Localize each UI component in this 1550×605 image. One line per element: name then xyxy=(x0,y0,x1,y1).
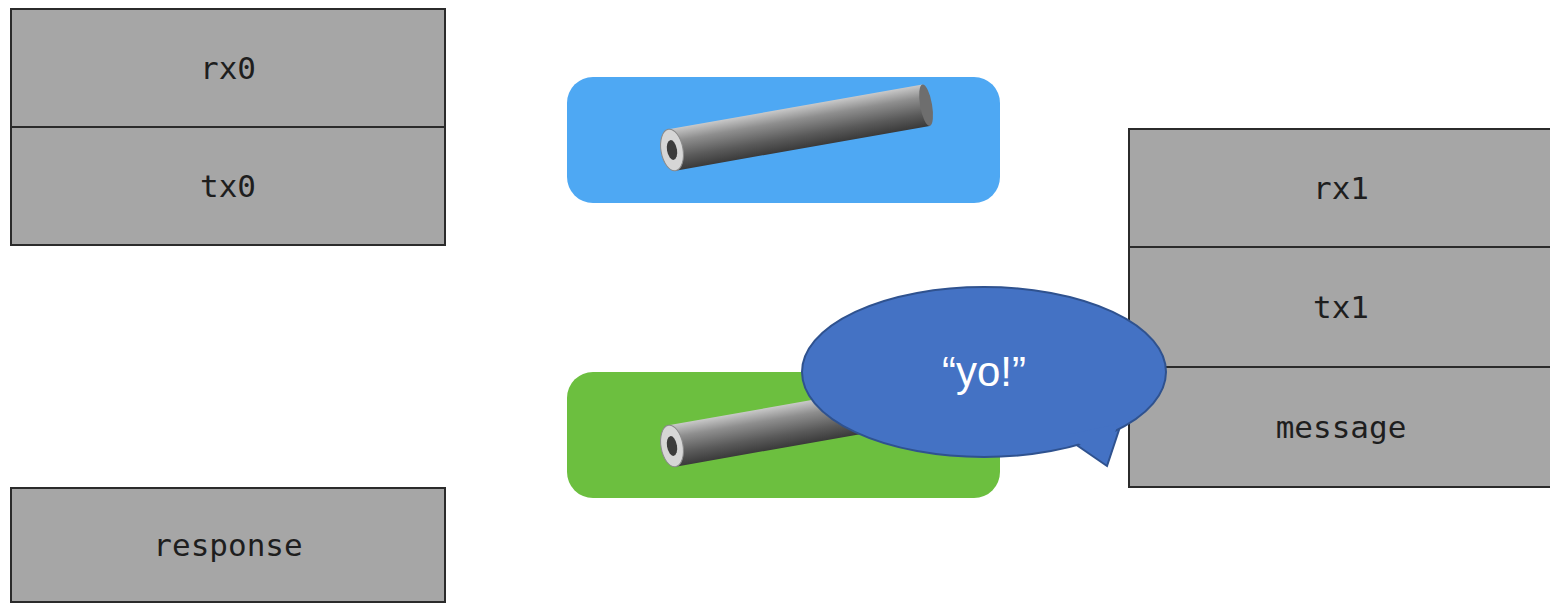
variable-name: response xyxy=(153,527,302,563)
pipe-symbol xyxy=(658,83,936,172)
bubble-text: “yo!” xyxy=(942,348,1026,396)
variable-box: rx0 xyxy=(10,8,446,128)
variable-box: message xyxy=(1128,366,1550,488)
speech-bubble: “yo!” xyxy=(800,285,1168,475)
variable-name: tx1 xyxy=(1313,289,1369,325)
bubble-joint xyxy=(1066,424,1118,461)
variable-box: tx1 xyxy=(1128,246,1550,368)
variable-box: rx1 xyxy=(1128,128,1550,248)
variable-box: response xyxy=(10,487,446,603)
variable-name: message xyxy=(1276,409,1407,445)
variable-box: tx0 xyxy=(10,126,446,246)
variable-name: rx0 xyxy=(200,50,256,86)
channel-band xyxy=(567,77,1000,203)
variable-name: tx0 xyxy=(200,168,256,204)
variable-name: rx1 xyxy=(1313,170,1369,206)
